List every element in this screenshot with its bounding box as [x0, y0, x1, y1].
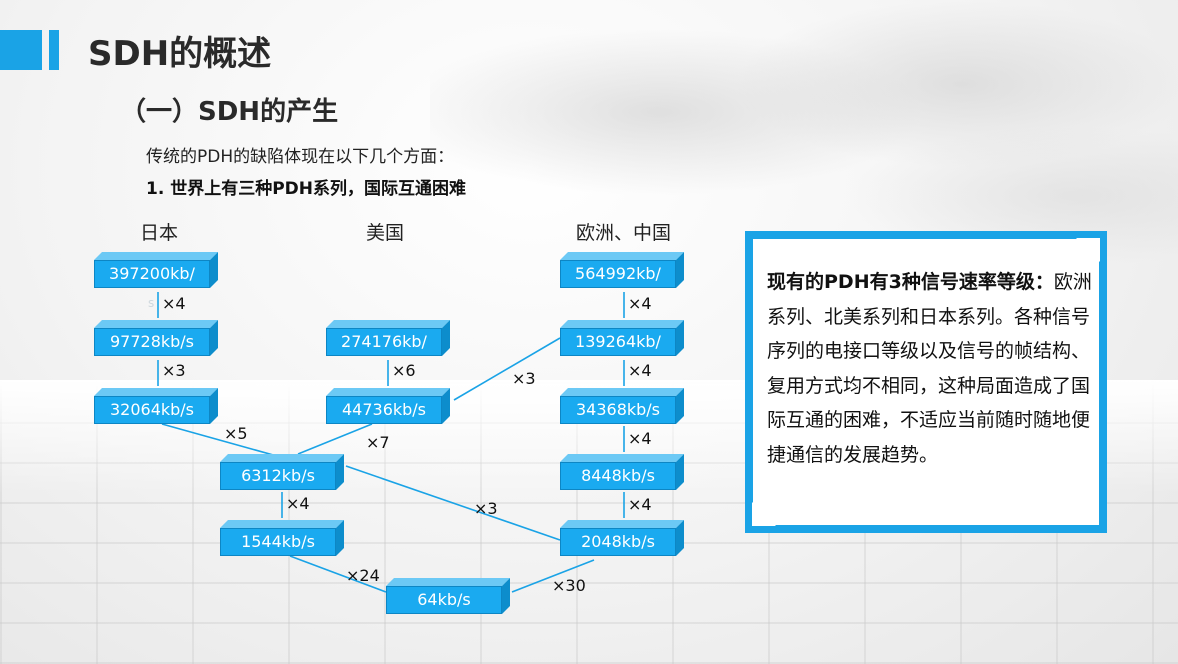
multiplier-label: ×4	[286, 494, 310, 513]
node-34368: 34368kb/s	[560, 388, 684, 424]
region-label-usa: 美国	[366, 222, 405, 244]
link-j3-6312	[161, 423, 285, 459]
multiplier-label: ×30	[552, 576, 586, 595]
multiplier-label: ×24	[346, 566, 380, 585]
node-label: 44736kb/s	[326, 396, 442, 424]
node-6312: 6312kb/s	[220, 454, 344, 490]
multiplier-label: ×4	[628, 361, 652, 380]
node-label: 564992kb/	[560, 260, 676, 288]
region-label-japan: 日本	[140, 222, 179, 244]
section-subtitle: （一）SDH的产生	[120, 97, 339, 127]
node-label: 8448kb/s	[560, 462, 676, 490]
node-274176: 274176kb/	[326, 320, 450, 356]
node-label: 6312kb/s	[220, 462, 336, 490]
node-label: 1544kb/s	[220, 528, 336, 556]
info-callout-text: 现有的PDH有3种信号速率等级：欧洲系列、北美系列和日本系列。各种信号序列的电接…	[767, 265, 1097, 472]
info-callout-body: 欧洲系列、北美系列和日本系列。各种信号序列的电接口等级以及信号的帧结构、复用方式…	[767, 271, 1092, 466]
node-8448: 8448kb/s	[560, 454, 684, 490]
multiplier-label: ×4	[162, 294, 186, 313]
node-32064: 32064kb/s	[94, 388, 218, 424]
multiplier-label: ×4	[628, 429, 652, 448]
title-accent-bar	[0, 30, 42, 70]
point-heading: 1. 世界上有三种PDH系列，国际互通困难	[146, 179, 467, 199]
callout-corner-cut	[752, 502, 776, 526]
node-64: 64kb/s	[386, 578, 510, 614]
node-139264: 139264kb/	[560, 320, 684, 356]
link-e5-64	[511, 559, 595, 593]
info-callout-lead: 现有的PDH有3种信号速率等级：	[767, 271, 1054, 293]
multiplier-label: ×3	[512, 369, 536, 388]
node-397200: 397200kb/	[94, 252, 218, 288]
link-u2-e2	[453, 337, 561, 401]
intro-text: 传统的PDH的缺陷体现在以下几个方面：	[146, 147, 455, 167]
multiplier-label: ×4	[628, 495, 652, 514]
page-title: SDH的概述	[88, 34, 272, 74]
info-callout-inner: 现有的PDH有3种信号速率等级：欧洲系列、北美系列和日本系列。各种信号序列的电接…	[752, 238, 1100, 526]
node-label: 2048kb/s	[560, 528, 676, 556]
node-label: 64kb/s	[386, 586, 502, 614]
multiplier-label: ×7	[366, 433, 390, 452]
info-callout-box: 现有的PDH有3种信号速率等级：欧洲系列、北美系列和日本系列。各种信号序列的电接…	[745, 231, 1107, 533]
node-97728: 97728kb/s	[94, 320, 218, 356]
multiplier-label: ×4	[628, 294, 652, 313]
link-u2-6312	[297, 423, 373, 455]
node-44736: 44736kb/s	[326, 388, 450, 424]
node-1544: 1544kb/s	[220, 520, 344, 556]
multiplier-label: ×5	[224, 424, 248, 443]
overflow-unit-fragment: s	[148, 296, 155, 310]
node-label: 139264kb/	[560, 328, 676, 356]
node-label: 274176kb/	[326, 328, 442, 356]
node-2048: 2048kb/s	[560, 520, 684, 556]
multiplier-label: ×6	[392, 361, 416, 380]
region-label-europe-china: 欧洲、中国	[576, 222, 672, 244]
node-label: 97728kb/s	[94, 328, 210, 356]
node-label: 32064kb/s	[94, 396, 210, 424]
link-1544-64	[289, 555, 387, 593]
multiplier-label: ×3	[474, 499, 498, 518]
node-label: 34368kb/s	[560, 396, 676, 424]
node-label: 397200kb/	[94, 260, 210, 288]
title-accent-bar-thin	[49, 30, 59, 70]
link-6312-e5	[345, 465, 561, 541]
callout-corner-cut	[1076, 238, 1100, 262]
node-564992: 564992kb/	[560, 252, 684, 288]
multiplier-label: ×3	[162, 361, 186, 380]
